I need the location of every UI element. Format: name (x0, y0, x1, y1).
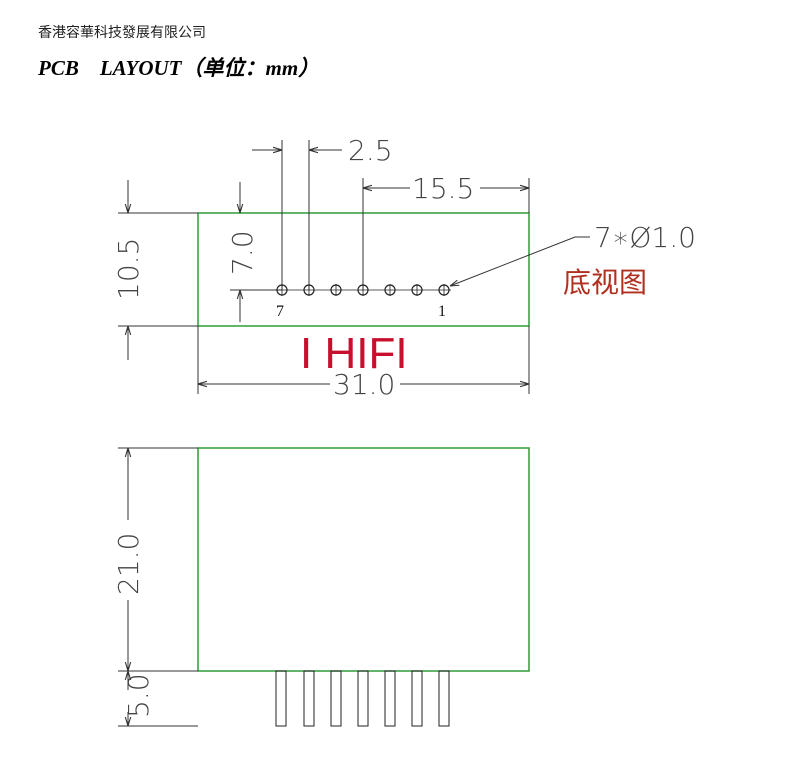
side-pins (275, 670, 450, 727)
brand-logo-text: I HIFI (300, 329, 408, 378)
extension-lines (118, 140, 530, 394)
pin-label-last: 1 (438, 303, 446, 320)
page-title: PCB LAYOUT（单位：mm） (38, 56, 320, 80)
pin-height-label: 7.0 (226, 230, 259, 275)
pin-holes (275, 284, 451, 296)
pitch-dimension-label: 2.5 (348, 134, 393, 167)
pin-label-first: 7 (276, 303, 284, 320)
hole-spec-label: 7∗Ø1.0 (594, 221, 696, 254)
height-label: 10.5 (112, 238, 145, 300)
hole-spec-leader (450, 236, 590, 286)
module-outline-side (197, 447, 530, 672)
width-label: 31.0 (333, 368, 395, 401)
pin-length-label: 5.0 (122, 673, 155, 718)
side-extension-lines (118, 447, 198, 727)
view-label: 底视图 (563, 266, 647, 299)
body-height-label: 21.0 (112, 533, 145, 595)
company-name: 香港容華科技發展有限公司 (38, 25, 206, 41)
span-dimension-label: 15.5 (412, 172, 474, 205)
